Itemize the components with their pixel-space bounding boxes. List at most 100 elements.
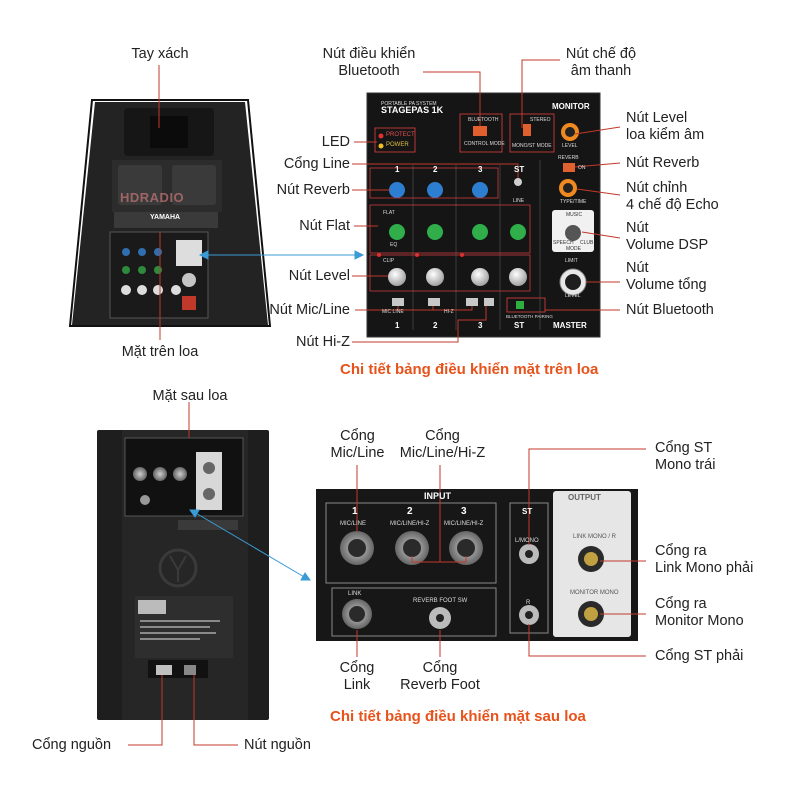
label-link-port-line2: Link xyxy=(343,677,371,693)
panel-speech: SPEECH xyxy=(553,240,574,246)
label-volume-dsp: Nút Volume DSP xyxy=(626,220,708,254)
label-volume-total: Nút Volume tổng xyxy=(626,260,707,294)
label-handle: Tay xách xyxy=(131,46,189,62)
panel-ch3: 3 xyxy=(478,165,483,174)
label-st-mono-left: Cổng ST Mono trái xyxy=(655,440,715,474)
zoom-arrows xyxy=(189,250,365,581)
back-input: INPUT xyxy=(424,491,451,501)
back-st: ST xyxy=(522,507,533,516)
panel-monitor: MONITOR xyxy=(552,102,590,111)
label-reverb-foot-port: Cổng Reverb Foot xyxy=(390,660,490,694)
label-line-port: Cổng Line xyxy=(283,156,350,172)
panel-flat-1: FLAT xyxy=(383,210,395,216)
label-echo-modes: Nút chỉnh 4 chế độ Echo xyxy=(626,180,719,214)
label-st-mono-left-line2: Mono trái xyxy=(655,457,716,473)
label-led: LED xyxy=(321,134,350,150)
back-l-mono: L/MONO xyxy=(515,538,539,544)
panel-limit: LIMIT xyxy=(565,258,578,264)
bottom-section-title: Chi tiết bảng điều khiển mặt sau loa xyxy=(330,708,586,725)
label-volume-total-line1: Nút xyxy=(626,260,649,276)
panel-line: LINE xyxy=(513,198,525,204)
label-st-mono-left-line1: Cổng ST xyxy=(655,440,713,456)
panel-monitor-level: LEVEL xyxy=(562,143,578,149)
label-power-button: Nút nguồn xyxy=(244,737,311,753)
top-panel-detail xyxy=(366,92,601,338)
panel-hi-z-btn: HI-Z xyxy=(444,309,454,315)
label-flat: Nút Flat xyxy=(299,218,350,234)
label-st-right: Cổng ST phải xyxy=(655,648,744,664)
label-link-port-line1: Cổng xyxy=(339,660,375,676)
back-link-mono-r: LINK MONO / R xyxy=(573,534,617,540)
label-bluetooth-control-line2: Bluetooth xyxy=(338,63,400,79)
panel-ch2-bottom: 2 xyxy=(433,321,438,330)
label-hi-z: Nút Hi-Z xyxy=(296,334,350,350)
panel-type-time: TYPE/TIME xyxy=(560,199,587,205)
label-power-port: Cổng nguồn xyxy=(32,737,112,753)
back-output: OUTPUT xyxy=(568,493,601,502)
panel-power: POWER xyxy=(386,142,409,148)
back-ch1: 1 xyxy=(352,506,358,517)
label-volume-dsp-line1: Nút xyxy=(626,220,649,236)
label-mic-line-port-line2: Mic/Line xyxy=(330,445,385,461)
speaker-brand: YAMAHA xyxy=(150,214,181,221)
label-echo-modes-line2: 4 chế độ Echo xyxy=(626,197,719,213)
back-link: LINK xyxy=(348,591,362,597)
label-mic-line-hiz-port-line1: Cổng xyxy=(425,428,460,444)
panel-stereo: STEREO xyxy=(530,117,551,123)
panel-bluetooth: BLUETOOTH xyxy=(468,117,499,123)
panel-control-mode: CONTROL MODE xyxy=(464,141,505,147)
label-mic-line-hiz-port: Cổng Mic/Line/Hi-Z xyxy=(385,428,500,462)
label-monitor-mono-line2: Monitor Mono xyxy=(655,613,744,629)
label-reverb-foot-port-line1: Cổng xyxy=(422,660,458,676)
label-monitor-level-line2: loa kiểm âm xyxy=(626,127,705,143)
back-reverb-foot-sw: REVERB FOOT SW xyxy=(413,598,468,604)
label-bluetooth-button: Nút Bluetooth xyxy=(626,302,714,318)
back-panel-detail xyxy=(316,489,638,641)
label-monitor-mono: Cổng ra Monitor Mono xyxy=(655,596,744,630)
label-link-mono-right-line2: Link Mono phải xyxy=(655,560,754,576)
label-sound-mode-line1: Nút chế độ xyxy=(565,46,637,62)
label-monitor-level: Nút Level loa kiểm âm xyxy=(626,110,704,144)
label-bluetooth-control-line1: Nút điều khiển xyxy=(322,46,416,62)
label-mic-line-port: Cổng Mic/Line xyxy=(310,428,405,462)
panel-ch3-bottom: 3 xyxy=(478,321,483,330)
panel-music: MUSIC xyxy=(566,212,583,218)
label-bluetooth-control: Nút điều khiển Bluetooth xyxy=(314,46,424,80)
label-link-mono-right-line1: Cổng ra xyxy=(655,543,707,559)
label-reverb-left: Nút Reverb xyxy=(276,182,350,198)
label-volume-total-line2: Volume tổng xyxy=(626,277,707,293)
panel-master: MASTER xyxy=(553,321,587,330)
panel-protect: PROTECT xyxy=(386,132,415,138)
back-mic-line-hiz-3: MIC/LINE/HI-Z xyxy=(444,521,484,527)
back-monitor-mono: MONITOR MONO xyxy=(570,590,619,596)
label-mic-line-port-line1: Cổng xyxy=(340,428,375,444)
panel-mic-line-btn: MIC LINE xyxy=(382,309,404,315)
panel-on: ON xyxy=(578,165,586,171)
panel-mode: MODE xyxy=(566,246,581,252)
label-mic-line: Nút Mic/Line xyxy=(269,302,350,318)
panel-ch1-bottom: 1 xyxy=(395,321,400,330)
label-volume-dsp-line2: Volume DSP xyxy=(626,237,709,253)
label-speaker-back: Mặt sau loa xyxy=(152,388,228,404)
panel-st-bottom: ST xyxy=(514,321,525,330)
panel-bt-pairing: BLUETOOTH PAIRING xyxy=(506,314,553,319)
panel-master-level: LEVEL xyxy=(565,293,581,299)
panel-reverb: REVERB xyxy=(558,155,579,161)
panel-brand-line1: PORTABLE PA SYSTEM xyxy=(381,101,437,107)
speaker-top-image xyxy=(68,99,272,327)
watermark: HDRADIO xyxy=(120,190,185,205)
label-reverb-foot-port-line2: Reverb Foot xyxy=(400,677,480,693)
label-monitor-mono-line1: Cổng ra xyxy=(655,596,707,612)
leader-lines xyxy=(128,59,646,746)
panel-st: ST xyxy=(514,165,525,174)
back-r: R xyxy=(526,600,531,606)
label-speaker-top: Mặt trên loa xyxy=(121,344,199,360)
back-ch3: 3 xyxy=(461,506,467,517)
back-mic-line-hiz-2: MIC/LINE/HI-Z xyxy=(390,521,430,527)
top-section-title: Chi tiết bảng điều khiển mặt trên loa xyxy=(340,361,599,378)
panel-mono-st-mode: MONO/ST MODE xyxy=(512,143,552,149)
back-mic-line: MIC/LINE xyxy=(340,521,367,527)
label-mic-line-hiz-port-line2: Mic/Line/Hi-Z xyxy=(399,445,486,461)
